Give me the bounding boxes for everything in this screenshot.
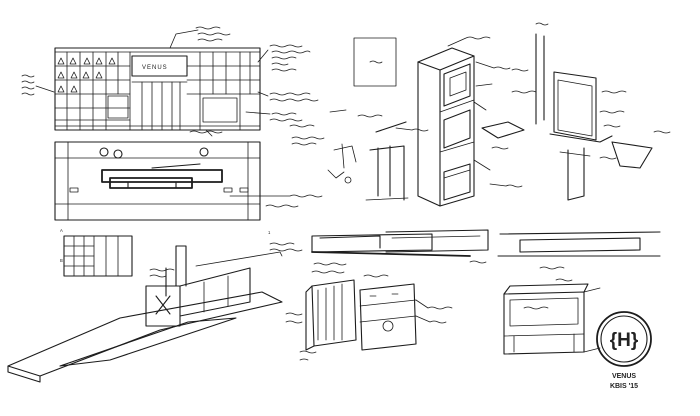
partial-elevation: A B [60, 228, 133, 277]
left-shelving-grid [54, 51, 131, 131]
front-elevation: VENUS [35, 29, 271, 137]
centre-sign-panel: VENUS [131, 55, 188, 131]
logo-mark: {H} [610, 330, 639, 351]
counter-elevations: 1 [268, 229, 661, 270]
brand-logo: {H} VENUS KBIS '15 [596, 311, 652, 390]
tall-cabinet-sketch [395, 36, 525, 207]
marker-1: 1 [268, 230, 271, 235]
marker-b: B [60, 258, 63, 263]
booth-perspective [7, 245, 283, 383]
base-cabinet-sketch [503, 278, 601, 355]
mid-small-sketches [327, 37, 409, 201]
logo-caption-line2: KBIS '15 [610, 383, 638, 390]
shelving-units-sketch [285, 270, 453, 361]
sign-text: VENUS [142, 65, 168, 71]
marker-a: A [60, 228, 63, 233]
floor-plan [54, 141, 323, 221]
right-shelving-grid [186, 51, 261, 131]
logo-caption-line1: VENUS [612, 373, 636, 380]
handwritten-notes [21, 26, 325, 146]
right-detail-sketch [511, 22, 671, 201]
